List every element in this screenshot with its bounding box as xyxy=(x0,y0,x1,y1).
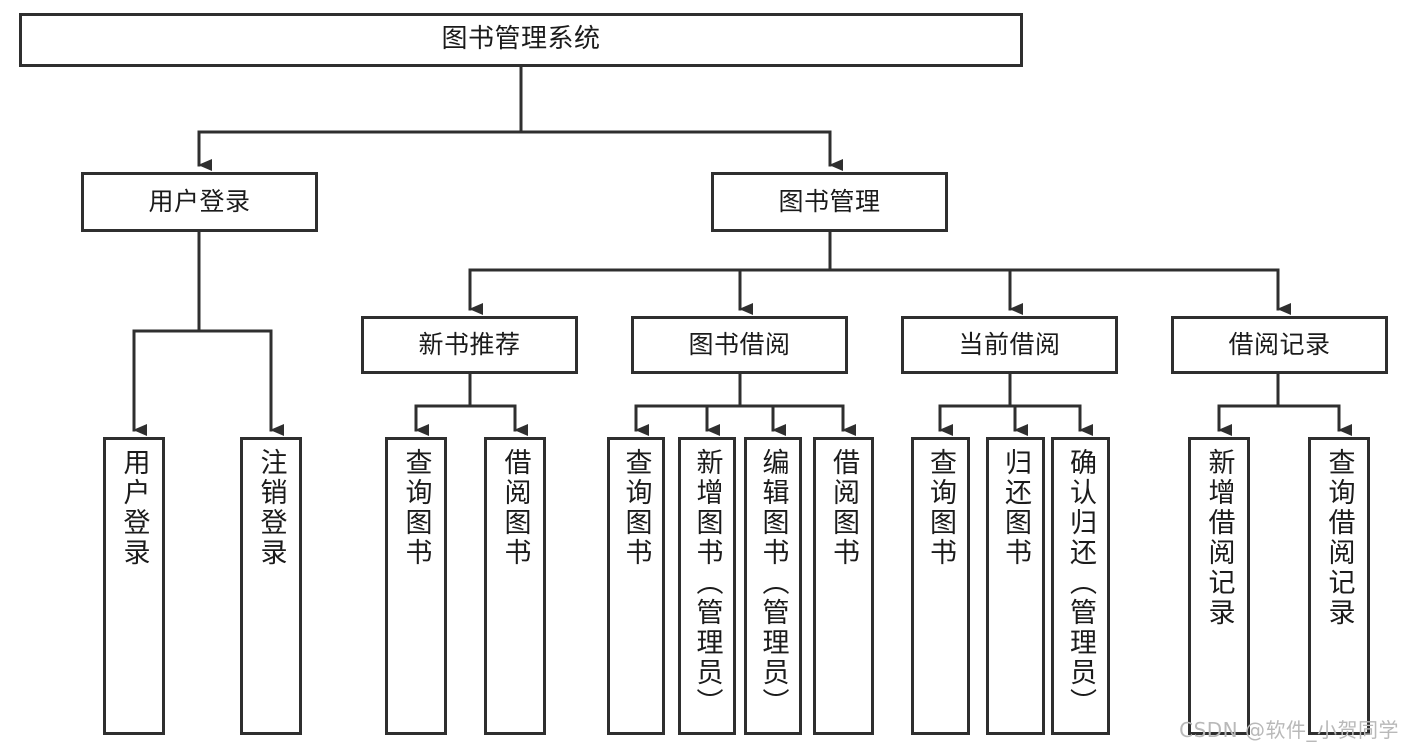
node-leaf-query-borrow-record-label: 查询借阅记录 xyxy=(1323,448,1355,628)
node-leaf-borrow-book-rec-label: 借阅图书 xyxy=(499,448,531,568)
node-leaf-query-book-current-label: 查询图书 xyxy=(925,448,956,568)
node-leaf-add-book-admin-label: 新增图书（管理员） xyxy=(691,448,723,718)
node-book-borrow[interactable]: 图书借阅 xyxy=(631,316,848,374)
node-book-borrow-label: 图书借阅 xyxy=(688,329,791,359)
node-leaf-add-borrow-record[interactable]: 新增借阅记录 xyxy=(1188,437,1250,735)
node-leaf-user-login[interactable]: 用户登录 xyxy=(103,437,165,735)
node-leaf-return-book-label: 归还图书 xyxy=(1000,448,1031,568)
node-leaf-add-borrow-record-label: 新增借阅记录 xyxy=(1203,448,1235,628)
node-book-manage-label: 图书管理 xyxy=(778,186,881,216)
node-leaf-query-borrow-record[interactable]: 查询借阅记录 xyxy=(1308,437,1370,735)
node-leaf-borrow-book-rec[interactable]: 借阅图书 xyxy=(484,437,546,735)
node-root[interactable]: 图书管理系统 xyxy=(19,13,1023,67)
node-leaf-query-book-borrow[interactable]: 查询图书 xyxy=(607,437,665,735)
node-book-manage[interactable]: 图书管理 xyxy=(711,172,948,232)
node-user-login-label: 用户登录 xyxy=(148,186,251,216)
node-leaf-confirm-return-admin-label: 确认归还（管理员） xyxy=(1065,448,1096,718)
node-leaf-query-book-rec-label: 查询图书 xyxy=(400,448,432,568)
node-new-book-recommend-label: 新书推荐 xyxy=(418,329,521,359)
node-leaf-edit-book-admin[interactable]: 编辑图书（管理员） xyxy=(744,437,802,735)
node-borrow-record[interactable]: 借阅记录 xyxy=(1171,316,1388,374)
node-leaf-user-login-label: 用户登录 xyxy=(118,448,150,568)
node-leaf-borrow-book-label: 借阅图书 xyxy=(828,448,859,568)
node-leaf-confirm-return-admin[interactable]: 确认归还（管理员） xyxy=(1051,437,1110,735)
node-leaf-edit-book-admin-label: 编辑图书（管理员） xyxy=(757,448,789,718)
watermark: CSDN @软件_小贺同学 xyxy=(1179,718,1399,742)
node-new-book-recommend[interactable]: 新书推荐 xyxy=(361,316,578,374)
node-leaf-return-book[interactable]: 归还图书 xyxy=(986,437,1045,735)
node-current-borrow-label: 当前借阅 xyxy=(958,329,1061,359)
node-leaf-logout[interactable]: 注销登录 xyxy=(240,437,302,735)
node-user-login[interactable]: 用户登录 xyxy=(81,172,318,232)
node-leaf-query-book-current[interactable]: 查询图书 xyxy=(911,437,970,735)
node-leaf-logout-label: 注销登录 xyxy=(255,448,287,568)
node-root-label: 图书管理系统 xyxy=(441,24,601,55)
node-leaf-add-book-admin[interactable]: 新增图书（管理员） xyxy=(678,437,736,735)
node-current-borrow[interactable]: 当前借阅 xyxy=(901,316,1118,374)
node-leaf-query-book-rec[interactable]: 查询图书 xyxy=(385,437,447,735)
node-borrow-record-label: 借阅记录 xyxy=(1228,329,1331,359)
node-leaf-borrow-book[interactable]: 借阅图书 xyxy=(813,437,874,735)
node-leaf-query-book-borrow-label: 查询图书 xyxy=(620,448,652,568)
